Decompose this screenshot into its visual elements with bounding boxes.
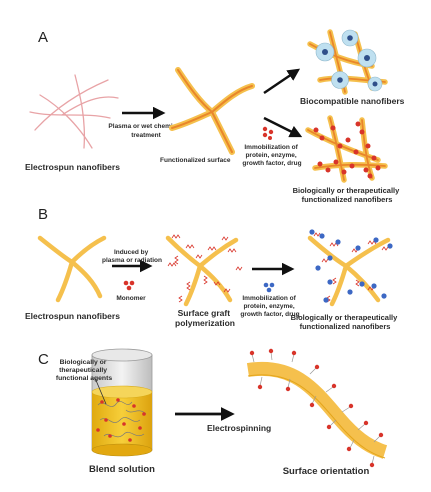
c-orientation-label: Surface orientation [283,466,370,477]
b-result-fibers [307,235,391,307]
panel-b-letter: B [38,206,48,223]
oriented-fiber [246,361,388,459]
cell-icon [341,29,359,47]
cell-icon [367,76,383,92]
a-process-label: Plasma or wet chemical treatment [108,123,183,139]
a-arrow-biocompatible [263,68,301,95]
b-monomer-molecules [123,280,135,291]
cell-icons [315,29,383,92]
b-polymer-chains [167,234,243,303]
panel-a: A Electrospun nanofibers Plasma or wet c… [25,29,405,204]
functionalized-fibers [169,67,255,155]
a-red-molecules [262,126,274,140]
a-arrow-immobilization [263,116,303,138]
oriented-agent-pins [251,351,381,465]
b-graft-label: Surface graft polymerization [175,308,235,328]
b-induced-label: Induced by plasma or radiation [102,249,162,264]
cell-icon [357,48,377,68]
panel-a-letter: A [38,29,48,46]
a-functionalized-result-label: Biologically or therapeutically function… [293,186,402,204]
c-blend-label: Blend solution [89,464,155,475]
b-immobilization-label: Immobilization of protein, enzyme, growt… [240,295,299,318]
c-agents-label: Biologically or therapeutically function… [56,359,112,382]
c-process-label: Electrospinning [207,423,271,433]
a-functionalized-label: Functionalized surface [160,157,231,164]
b-monomer-label: Monomer [116,295,146,302]
panel-c-letter: C [38,351,49,368]
b-bound-blue-particles [309,229,393,303]
a-biocompatible-label: Biocompatible nanofibers [300,96,405,106]
agents-pointer-line [94,377,107,405]
b-result-label: Biologically or therapeutically function… [291,313,400,331]
b-yellow-fibers [37,235,107,303]
pink-fibers [29,74,119,149]
panel-c: C Biologically or therapeutically func [38,348,388,477]
a-immobilization-label: Immobilization of protein, enzyme, growt… [242,144,301,167]
b-blue-molecules [263,282,275,293]
cell-icon [315,42,335,62]
a-source-label: Electrospun nanofibers [25,162,120,172]
b-grafted-fibers [165,235,239,307]
cell-icon [331,71,349,89]
solution-agent-particles [96,398,146,442]
panel-b: B Electrospun nanofibers Induced by plas… [25,206,400,331]
b-source-label: Electrospun nanofibers [25,311,120,321]
oriented-agent-particles [249,348,384,468]
a-bound-molecules [313,121,381,179]
a-functionalized-result-fibers [305,115,388,183]
